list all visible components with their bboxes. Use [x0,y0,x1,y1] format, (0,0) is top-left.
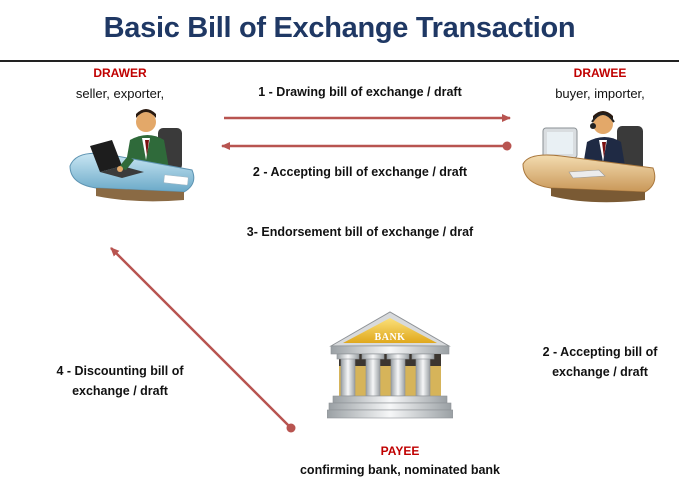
person-at-laptop-desk-icon [69,109,195,202]
title-underline [0,60,679,62]
step-4-line-1: 4 - Discounting bill of [56,364,184,378]
arrow-step-2 [221,141,512,151]
step-3-label: 3- Endorsement bill of exchange / draf [246,225,474,239]
step-4-label: 4 - Discounting bill of exchange / draft [30,361,210,401]
payee-role: PAYEE [380,444,420,458]
bank-building-icon [327,311,453,419]
person-at-computer-desk-icon [522,111,656,203]
step-2-label: 2 - Accepting bill of exchange / draft [252,165,468,179]
step-2-right-label: 2 - Accepting bill of exchange / draft [510,342,679,382]
step-2-right-line-1: 2 - Accepting bill of [542,345,658,359]
bank-sign-text: BANK [374,332,406,343]
drawee-desc: buyer, importer, [555,86,645,101]
step-4-line-2: exchange / draft [72,384,168,398]
payee-desc: confirming bank, nominated bank [299,463,501,477]
arrow-step-4 [110,247,296,433]
diagram-title: Basic Bill of Exchange Transaction [103,12,576,44]
drawer-desc: seller, exporter, [75,86,165,101]
drawee-role: DRAWEE [573,66,627,80]
drawer-role: DRAWER [93,66,147,80]
step-1-label: 1 - Drawing bill of exchange / draft [258,85,462,99]
step-2-right-line-2: exchange / draft [552,365,648,379]
